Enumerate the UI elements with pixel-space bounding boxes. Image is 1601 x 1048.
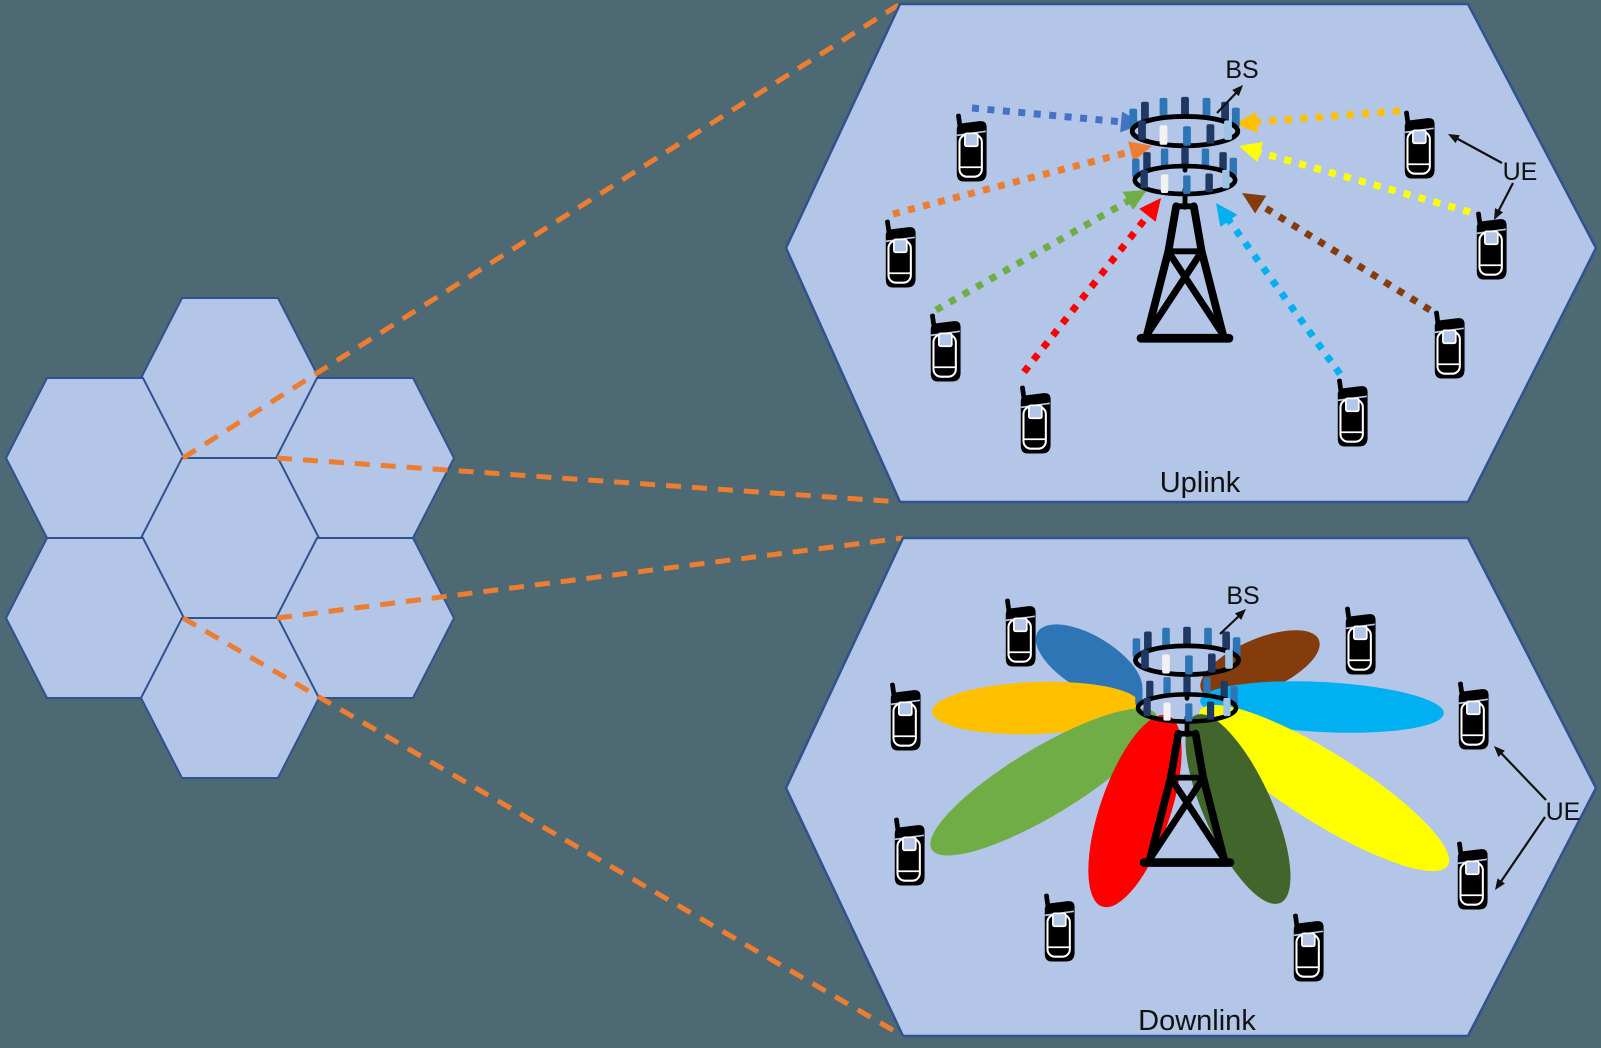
uplink-ue-label: UE <box>1503 158 1538 186</box>
downlink-beam-blue <box>1035 624 1143 702</box>
zoom-guide-line-4 <box>181 615 905 1039</box>
zoom-guide-line-1 <box>181 1 902 461</box>
downlink-beam-red <box>1088 714 1182 908</box>
uplink-arrow-brown <box>1242 193 1432 313</box>
ue-phone-icon <box>1018 384 1052 455</box>
downlink-beam-dark-green <box>1185 714 1291 904</box>
downlink-panel: BS UE Downlink <box>784 536 1598 1038</box>
bs-callout-arrowhead <box>1232 85 1243 97</box>
downlink-bs-label: BS <box>1226 582 1259 610</box>
uplink-panel: BS UE Uplink <box>784 2 1598 504</box>
ue-phone-icon <box>888 681 922 752</box>
ue-phone-icon <box>928 312 962 383</box>
uplink-arrow-green <box>934 190 1147 314</box>
uplink-arrow-red <box>1021 198 1161 375</box>
zoom-guide-line-3 <box>276 535 904 621</box>
uplink-arrow-amber <box>1235 107 1401 133</box>
downlink-beam-brown <box>1200 630 1320 700</box>
uplink-bs-callout: BS <box>1216 56 1259 114</box>
zoom-guide-line-2 <box>276 455 901 505</box>
downlink-beam-green <box>930 708 1158 856</box>
downlink-beam-yellow <box>1198 704 1450 872</box>
uplink-arrow-orange <box>892 141 1152 218</box>
ue-phone-icon <box>1291 912 1325 983</box>
ue-phone-icon <box>1343 605 1377 676</box>
cell-cluster <box>4 297 456 779</box>
downlink-ue-callout: UE <box>1494 746 1581 890</box>
uplink-title: Uplink <box>1160 467 1241 499</box>
ue-callout-arrowhead <box>1448 134 1460 144</box>
ue-phone-icon <box>1432 309 1466 380</box>
ue-phone-icon <box>1042 892 1076 963</box>
ue-phone-icon <box>1455 840 1489 911</box>
zoom-guide-lines <box>181 1 905 1039</box>
ue-phone-icon <box>892 816 926 887</box>
downlink-beams <box>930 624 1450 908</box>
downlink-hexagon <box>784 536 1598 1038</box>
downlink-ue-label: UE <box>1546 798 1581 826</box>
downlink-bs-callout: BS <box>1219 582 1260 635</box>
ue-callout-arrowhead <box>1494 208 1504 220</box>
uplink-ue-callout: UE <box>1448 134 1538 220</box>
uplink-arrows <box>892 104 1471 377</box>
ue-phone-icon <box>1402 109 1436 180</box>
bs-callout-arrowhead <box>1234 609 1246 620</box>
downlink-title: Downlink <box>1138 1005 1256 1037</box>
ue-phone-icon <box>883 218 917 289</box>
uplink-arrow-yellow <box>1239 141 1471 216</box>
ue-phone-icon <box>1335 377 1369 448</box>
uplink-bs-label: BS <box>1225 56 1258 84</box>
uplink-arrow-sky-blue <box>1216 203 1343 377</box>
ue-callout-arrowhead <box>1495 878 1505 890</box>
ue-phone-icon <box>1003 597 1037 668</box>
ue-phone-icon <box>1474 210 1508 281</box>
ue-callout-arrowhead <box>1494 746 1505 758</box>
ue-phone-icon <box>954 112 988 183</box>
ue-phone-icon <box>1456 680 1490 751</box>
downlink-beam-gold <box>932 681 1140 735</box>
